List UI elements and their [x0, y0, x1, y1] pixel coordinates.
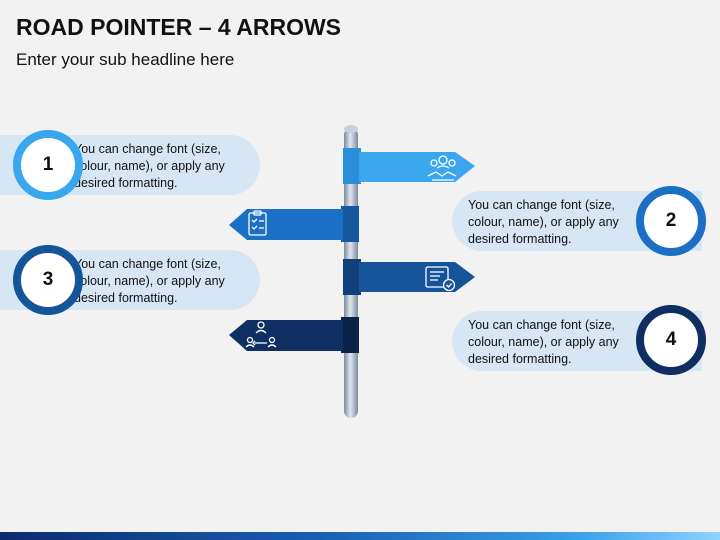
arrow-4: [229, 317, 359, 353]
number-1: 1: [42, 154, 54, 175]
team-handshake-icon: [427, 155, 457, 181]
textbox-1-line1: You can change font (size,: [74, 142, 221, 156]
number-4: 4: [665, 329, 677, 350]
textbox-3-line3: desired formatting.: [74, 291, 178, 305]
number-3: 3: [42, 269, 54, 290]
arrow-3: [343, 259, 475, 295]
approved-document-icon: [425, 266, 456, 292]
textbox-3-line1: You can change font (size,: [74, 257, 221, 271]
textbox-4-line2: colour, name), or apply any: [468, 335, 619, 349]
textbox-1-line3: desired formatting.: [74, 176, 178, 190]
textbox-4-line3: desired formatting.: [468, 352, 572, 366]
textbox-4-line1: You can change font (size,: [468, 318, 615, 332]
textbox-2-line1: You can change font (size,: [468, 198, 615, 212]
workflow-people-icon: [245, 321, 277, 348]
number-circle-3: 3: [13, 245, 83, 315]
number-circle-4: 4: [636, 305, 706, 375]
textbox-1-line2: colour, name), or apply any: [74, 159, 225, 173]
textbox-2-line2: colour, name), or apply any: [468, 215, 619, 229]
page-title: ROAD POINTER – 4 ARROWS: [16, 14, 342, 40]
number-2: 2: [665, 210, 677, 231]
number-circle-1: 1: [13, 130, 83, 200]
arrow-1: [343, 148, 475, 184]
textbox-2-line3: desired formatting.: [468, 232, 572, 246]
checklist-clipboard-icon: [248, 210, 267, 236]
number-circle-2: 2: [636, 186, 706, 256]
page-subtitle: Enter your sub headline here: [16, 50, 235, 69]
arrow-2: [229, 206, 359, 242]
bottom-accent-bar: [0, 532, 720, 540]
textbox-3-line2: colour, name), or apply any: [74, 274, 225, 288]
